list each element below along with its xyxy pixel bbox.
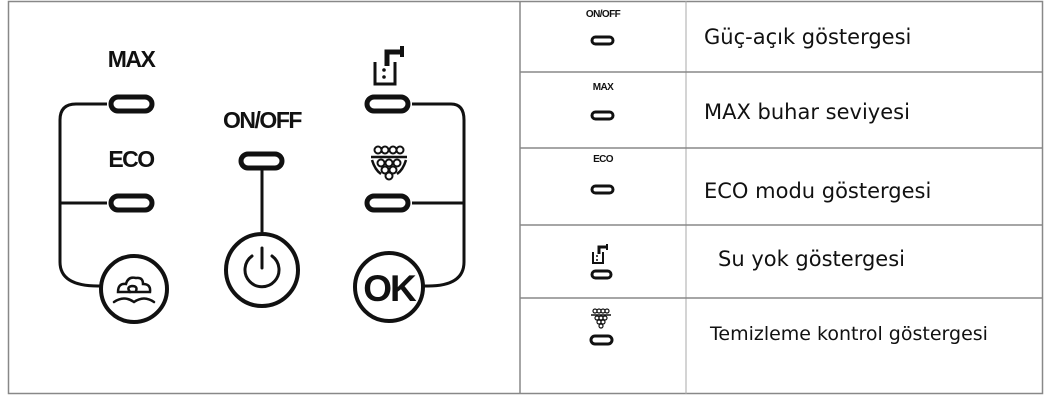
legend-row: Temizleme kontrol göstergesi	[589, 308, 988, 346]
led-indicator-icon	[590, 269, 613, 280]
descale-indicator-led	[364, 193, 411, 213]
grapes-descale-icon	[591, 308, 611, 329]
water-tap-icon	[373, 46, 404, 86]
ok-button-label: OK	[363, 268, 417, 309]
power-indicator-led	[238, 151, 285, 171]
left-bracket-line	[58, 102, 107, 288]
control-panel: MAX ECO ON/OFF	[58, 46, 466, 324]
eco-indicator-led	[108, 193, 155, 213]
power-icon	[243, 246, 281, 289]
on-off-label: ON/OFF	[223, 107, 302, 133]
legend-symbol-label: MAX	[593, 82, 614, 93]
steam-cloud-icon	[112, 276, 156, 304]
legend-row: ECO ECO modu göstergesi	[590, 154, 931, 203]
right-bracket-line	[412, 102, 466, 288]
legend-symbol-label: ON/OFF	[586, 9, 621, 20]
eco-label: ECO	[108, 146, 154, 172]
max-indicator-led	[108, 94, 155, 114]
no-water-indicator-led	[364, 94, 411, 114]
legend-symbol-label: ECO	[593, 154, 614, 165]
legend-row: Su yok göstergesi	[590, 244, 905, 280]
outer-frame	[7, 0, 1044, 395]
led-indicator-icon	[590, 35, 615, 46]
power-button[interactable]	[224, 232, 300, 308]
led-indicator-icon	[589, 334, 614, 346]
legend-description: Su yok göstergesi	[718, 247, 905, 271]
ok-button[interactable]	[353, 251, 425, 323]
legend-table: ON/OFF Güç-açık göstergesi MAX MAX buhar…	[586, 9, 988, 346]
legend-description: MAX buhar seviyesi	[704, 100, 910, 124]
grapes-descale-icon	[370, 145, 408, 181]
legend-row: MAX MAX buhar seviyesi	[590, 82, 910, 124]
legend-row: ON/OFF Güç-açık göstergesi	[586, 9, 911, 49]
legend-row-dividers	[520, 71, 1042, 299]
water-tap-icon	[592, 244, 608, 264]
legend-description: Temizleme kontrol göstergesi	[709, 323, 988, 345]
max-label: MAX	[108, 46, 157, 72]
led-indicator-icon	[590, 184, 615, 195]
led-indicator-icon	[590, 110, 615, 121]
steam-button[interactable]	[99, 254, 169, 324]
legend-description: ECO modu göstergesi	[704, 179, 931, 203]
legend-description: Güç-açık göstergesi	[704, 25, 911, 49]
